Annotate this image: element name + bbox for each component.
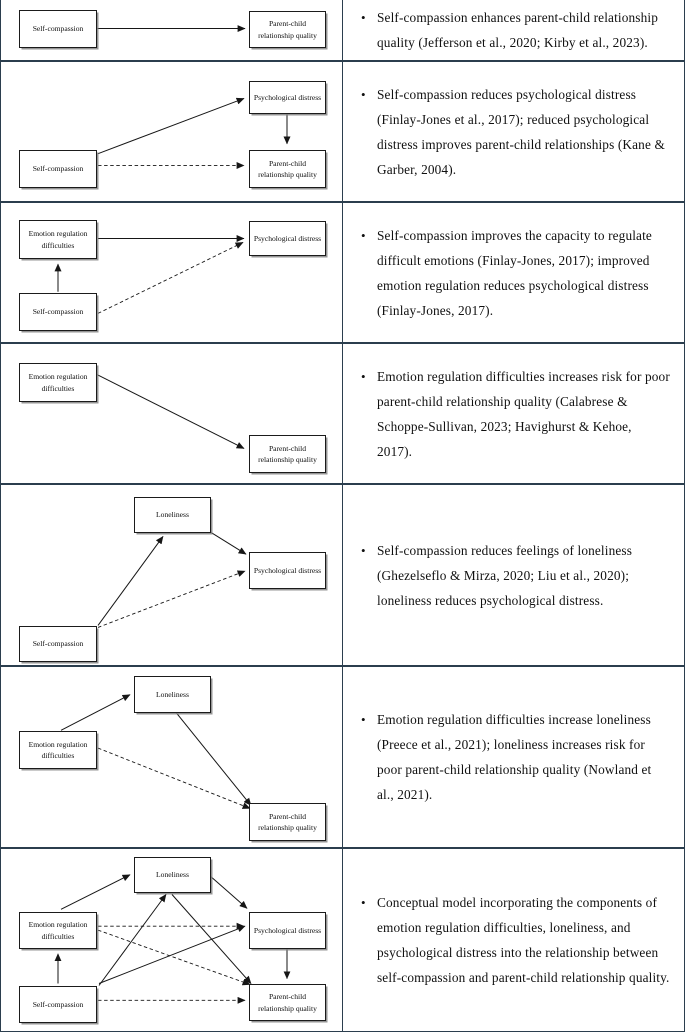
diagram-cell: Emotion regulation difficulties Parent-c…: [0, 344, 343, 483]
bullet-icon: •: [361, 10, 366, 25]
node-loneliness: Loneliness: [134, 857, 211, 893]
edge-solid: [60, 694, 131, 731]
edge-solid: [210, 876, 248, 909]
table-row: Psychological distress Self-compassion P…: [0, 61, 685, 202]
diagram-cell: Self-compassion Parent-child relationshi…: [0, 0, 343, 60]
description-text: Emotion regulation difficulties increase…: [377, 712, 652, 802]
node-label: Parent-child relationship quality: [258, 443, 317, 465]
node-label: Self-compassion: [32, 307, 84, 317]
node-label: Emotion regulation difficulties: [28, 920, 88, 941]
node-psychological-distress: Psychological distress: [249, 81, 326, 114]
node-label: Parent-child relationship quality: [258, 992, 317, 1013]
edge-dashed: [97, 929, 251, 986]
edge-solid: [97, 535, 164, 626]
node-emotion-regulation: Emotion regulation difficulties: [19, 220, 97, 259]
node-self-compassion: Self-compassion: [19, 986, 97, 1023]
node-label: Psychological distress: [253, 92, 322, 102]
node-label: Psychological distress: [253, 925, 322, 935]
node-label: Loneliness: [156, 689, 189, 699]
edge-solid: [97, 97, 245, 155]
node-self-compassion: Self-compassion: [19, 293, 97, 331]
bullet-icon: •: [361, 712, 366, 727]
table-row: Loneliness Emotion regulation difficulti…: [0, 666, 685, 848]
edge-layer: [97, 532, 247, 628]
edge-layer: [54, 874, 291, 1004]
node-label: Self-compassion: [32, 164, 84, 174]
table-row: Self-compassion Parent-child relationshi…: [0, 0, 685, 61]
description-cell: • Conceptual model incorporating the com…: [343, 849, 685, 1032]
node-psychological-distress: Psychological distress: [249, 912, 326, 949]
node-label: Parent-child relationship quality: [258, 19, 317, 40]
edge-layer: [60, 694, 252, 809]
node-self-compassion: Self-compassion: [19, 626, 97, 662]
edge-solid: [98, 894, 167, 986]
bullet-icon: •: [361, 227, 366, 243]
node-self-compassion: Self-compassion: [19, 150, 97, 188]
edge-dashed: [97, 570, 246, 628]
node-parent-child: Parent-child relationship quality: [249, 984, 326, 1021]
edge-solid: [60, 874, 131, 910]
edge-layer: [97, 25, 246, 32]
edge-solid: [98, 925, 246, 984]
description-cell: • Self-compassion improves the capacity …: [343, 203, 685, 342]
node-label: Loneliness: [156, 870, 189, 880]
node-loneliness: Loneliness: [134, 497, 211, 533]
description-cell: • Emotion regulation difficulties increa…: [343, 344, 685, 483]
bullet-icon: •: [361, 542, 366, 558]
edge-layer: [54, 235, 245, 314]
edge-solid: [175, 712, 252, 806]
description-cell: • Self-compassion reduces psychological …: [343, 62, 685, 201]
node-label: Parent-child relationship quality: [258, 811, 317, 833]
node-emotion-regulation: Emotion regulation difficulties: [19, 731, 97, 769]
node-psychological-distress: Psychological distress: [249, 221, 326, 256]
node-label: Self-compassion: [32, 999, 84, 1009]
bullet-icon: •: [361, 368, 366, 384]
node-parent-child: Parent-child relationship quality: [249, 435, 326, 473]
edge-solid: [210, 532, 247, 555]
description-text: Self-compassion reduces psychological di…: [377, 86, 665, 177]
bullet-icon: •: [361, 895, 366, 910]
node-emotion-regulation: Emotion regulation difficulties: [19, 363, 97, 402]
node-self-compassion: Self-compassion: [19, 10, 97, 48]
node-label: Parent-child relationship quality: [258, 158, 317, 180]
diagram-cell: Emotion regulation difficulties Psycholo…: [0, 203, 343, 342]
edge-layer: [96, 374, 245, 449]
node-label: Psychological distress: [253, 565, 322, 575]
table-row: Emotion regulation difficulties Parent-c…: [0, 343, 685, 484]
node-label: Psychological distress: [253, 233, 322, 243]
table-row: Loneliness Emotion regulation difficulti…: [0, 848, 685, 1032]
table-row: Emotion regulation difficulties Psycholo…: [0, 202, 685, 343]
diagram-cell: Psychological distress Self-compassion P…: [0, 62, 343, 201]
description-cell: • Self-compassion enhances parent-child …: [343, 0, 685, 60]
description-text: Self-compassion enhances parent-child re…: [377, 10, 658, 50]
edge-layer: [97, 97, 291, 169]
node-label: Self-compassion: [32, 639, 84, 649]
node-psychological-distress: Psychological distress: [249, 552, 326, 589]
description-text: Self-compassion reduces feelings of lone…: [377, 542, 632, 608]
node-label: Emotion regulation difficulties: [28, 372, 88, 393]
bullet-icon: •: [361, 86, 366, 102]
description-text: Self-compassion improves the capacity to…: [377, 227, 652, 318]
table-row: Loneliness Psychological distress Self-c…: [0, 484, 685, 666]
edge-dashed: [97, 747, 251, 809]
node-label: Emotion regulation difficulties: [28, 229, 88, 250]
description-cell: • Emotion regulation difficulties increa…: [343, 667, 685, 847]
diagram-cell: Loneliness Emotion regulation difficulti…: [0, 849, 343, 1032]
edge-solid: [171, 894, 252, 984]
description-cell: • Self-compassion reduces feelings of lo…: [343, 485, 685, 665]
node-parent-child: Parent-child relationship quality: [249, 11, 326, 48]
node-parent-child: Parent-child relationship quality: [249, 803, 326, 841]
diagram-cell: Loneliness Emotion regulation difficulti…: [0, 667, 343, 847]
node-parent-child: Parent-child relationship quality: [249, 150, 326, 188]
diagram-cell: Loneliness Psychological distress Self-c…: [0, 485, 343, 665]
node-emotion-regulation: Emotion regulation difficulties: [19, 912, 97, 949]
node-label: Self-compassion: [32, 24, 84, 34]
description-text: Conceptual model incorporating the compo…: [377, 895, 670, 985]
edge-dashed: [97, 242, 244, 314]
node-label: Emotion regulation difficulties: [28, 739, 88, 761]
edge-solid: [96, 374, 245, 449]
node-label: Loneliness: [156, 510, 189, 520]
description-text: Emotion regulation difficulties increase…: [377, 368, 670, 459]
node-loneliness: Loneliness: [134, 676, 211, 713]
